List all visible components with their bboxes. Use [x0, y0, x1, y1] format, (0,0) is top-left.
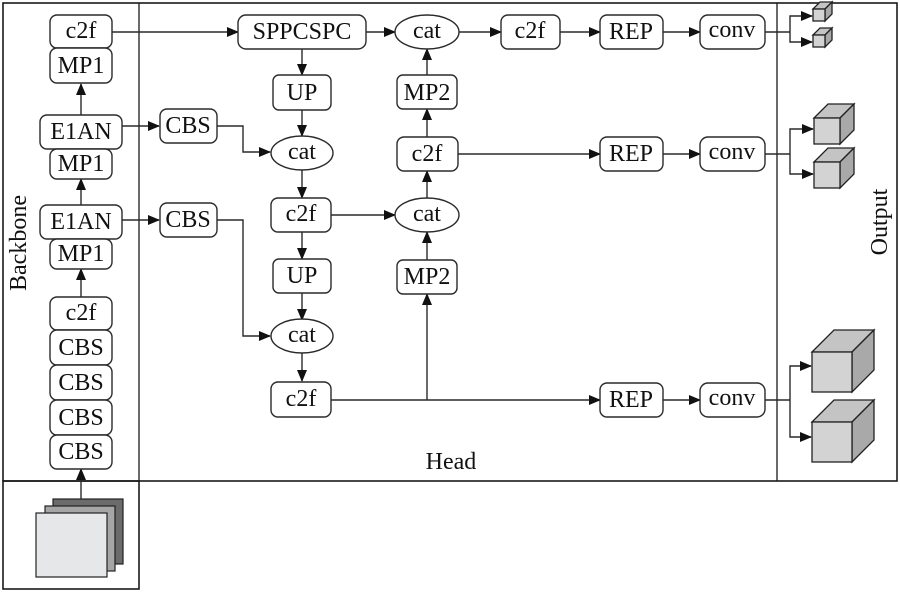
edge-conv-3-to-large-a: [789, 361, 812, 400]
head-cat-mid: cat: [394, 197, 460, 233]
backbone-mp1-b: MP1: [49, 148, 113, 180]
backbone-cbs-1: CBS: [49, 329, 113, 366]
cube-front-face: [813, 117, 841, 145]
head-rep-2: REP: [599, 136, 664, 172]
edges: [76, 11, 814, 499]
svg-text:REP: REP: [609, 19, 653, 45]
svg-text:MP1: MP1: [58, 241, 105, 267]
output-cube-small: [811, 0, 834, 23]
head-label: Head: [426, 449, 477, 475]
svg-text:MP2: MP2: [404, 264, 451, 290]
svg-text:conv: conv: [709, 385, 756, 411]
svg-text:MP1: MP1: [58, 151, 105, 177]
head-up-a: UP: [272, 74, 332, 111]
head-conv-1: conv: [699, 14, 766, 50]
svg-text:SPPCSPC: SPPCSPC: [253, 19, 352, 45]
head-up-b: UP: [272, 258, 332, 294]
backbone-cbs-4: CBS: [49, 434, 113, 470]
cube-front-face: [811, 421, 853, 463]
head-cat-a: cat: [270, 135, 334, 171]
svg-text:c2f: c2f: [66, 18, 97, 44]
head-mp2-b: MP2: [396, 259, 458, 295]
edge-cbs-b-to-cat-b: [217, 219, 271, 341]
output-cube-large: [810, 328, 876, 394]
backbone-e1an-a: E1AN: [39, 114, 123, 150]
input-image-stack: [35, 498, 124, 578]
head-c2f-mid: c2f: [396, 136, 459, 172]
svg-text:cat: cat: [288, 139, 316, 165]
edge-cbs-a-to-cat-a: [217, 125, 271, 157]
head-conv-3: conv: [699, 382, 766, 418]
cube-front-face: [813, 161, 841, 189]
input-frame: [2, 480, 140, 590]
head-cbs-a: CBS: [159, 108, 218, 144]
svg-text:cat: cat: [288, 322, 316, 348]
svg-text:E1AN: E1AN: [50, 209, 111, 235]
output-cube-medium: [812, 146, 856, 190]
edge-conv-2-to-medium-a: [789, 124, 814, 154]
head-cat-top: cat: [394, 14, 460, 50]
head-rep-3: REP: [599, 382, 664, 418]
svg-text:c2f: c2f: [286, 386, 317, 412]
svg-text:MP2: MP2: [404, 80, 451, 106]
head-conv-2: conv: [699, 136, 766, 172]
svg-text:conv: conv: [709, 139, 756, 165]
svg-text:cat: cat: [413, 18, 441, 44]
output-cube-large: [810, 398, 876, 464]
backbone-c2f-top: c2f: [49, 14, 113, 49]
head-cat-b: cat: [270, 318, 334, 354]
cube-front-face: [811, 351, 853, 393]
head-c2f-a: c2f: [270, 197, 332, 233]
svg-text:CBS: CBS: [58, 405, 103, 431]
svg-text:conv: conv: [709, 17, 756, 43]
svg-text:UP: UP: [287, 263, 318, 289]
backbone-cbs-3: CBS: [49, 399, 113, 436]
main-frame: [2, 2, 898, 482]
head-mp2-a: MP2: [396, 74, 458, 110]
svg-text:REP: REP: [609, 387, 653, 413]
output-cube-small: [811, 26, 834, 49]
svg-text:c2f: c2f: [515, 18, 546, 44]
cube-front-face: [812, 8, 826, 22]
backbone-label: Backbone: [6, 195, 32, 291]
head-rep-1: REP: [599, 14, 664, 50]
svg-text:CBS: CBS: [58, 439, 103, 465]
svg-text:REP: REP: [609, 141, 653, 167]
svg-text:CBS: CBS: [58, 370, 103, 396]
head-sppcspc: SPPCSPC: [237, 14, 367, 50]
svg-text:cat: cat: [413, 201, 441, 227]
svg-text:CBS: CBS: [165, 207, 210, 233]
edge-conv-2-to-medium-b: [789, 154, 814, 179]
svg-text:c2f: c2f: [66, 300, 97, 326]
head-cbs-b: CBS: [159, 202, 218, 238]
input-layer-front: [35, 512, 108, 578]
svg-text:UP: UP: [287, 80, 318, 106]
output-cubes: [810, 0, 876, 464]
edge-conv-3-to-large-b: [789, 400, 812, 442]
backbone-c2f-bottom: c2f: [49, 296, 113, 331]
output-label: Output: [867, 188, 893, 255]
svg-text:CBS: CBS: [58, 335, 103, 361]
svg-text:c2f: c2f: [286, 201, 317, 227]
svg-text:CBS: CBS: [165, 113, 210, 139]
edge-conv-1-to-small-b: [789, 32, 813, 47]
backbone-e1an-b: E1AN: [39, 204, 123, 240]
backbone-cbs-2: CBS: [49, 364, 113, 401]
edge-conv-1-to-small-a: [789, 11, 813, 32]
backbone-mp1-a: MP1: [49, 47, 113, 84]
head-c2f-b: c2f: [270, 381, 332, 418]
output-cube-medium: [812, 102, 856, 146]
svg-text:c2f: c2f: [412, 141, 443, 167]
svg-text:E1AN: E1AN: [50, 119, 111, 145]
backbone-mp1-c: MP1: [49, 238, 113, 270]
svg-text:MP1: MP1: [58, 53, 105, 79]
cube-front-face: [812, 34, 826, 48]
head-c2f-top-right: c2f: [500, 14, 561, 50]
